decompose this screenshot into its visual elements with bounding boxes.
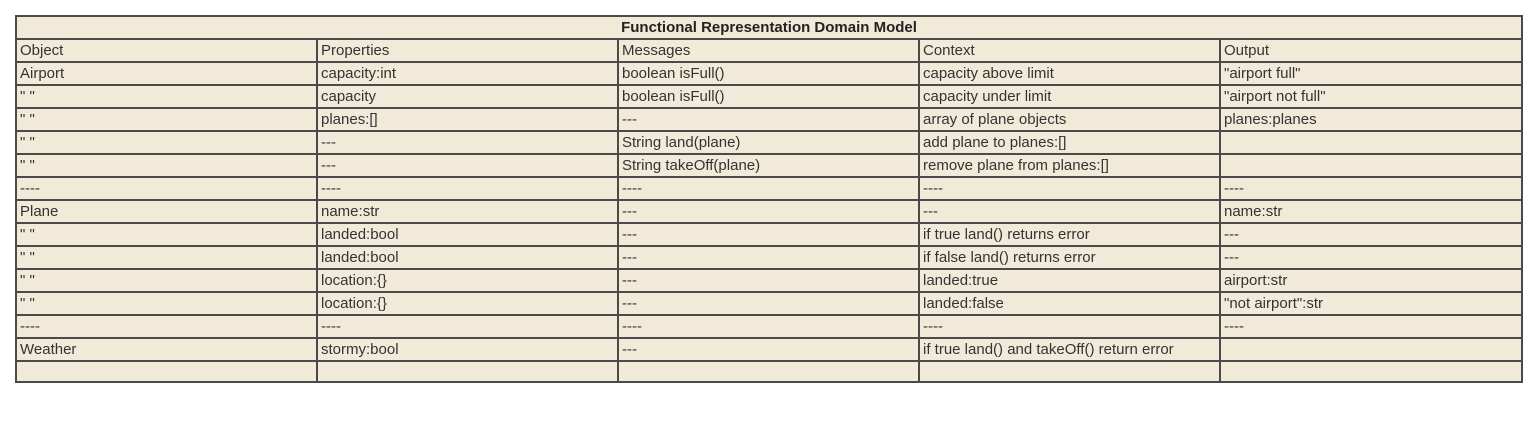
cell-output [1218, 153, 1524, 178]
cell-context [918, 360, 1221, 383]
cell-context: ---- [918, 176, 1221, 201]
cell-messages: boolean isFull() [617, 84, 920, 109]
cell-output: "airport full" [1218, 61, 1524, 86]
cell-messages [617, 360, 920, 383]
cell-properties: name:str [316, 199, 619, 224]
cell-object: " " [15, 107, 318, 132]
column-header-messages: Messages [617, 38, 920, 63]
cell-properties: location:{} [316, 268, 619, 293]
table-row: -------------------- [15, 176, 1524, 201]
cell-output [1218, 130, 1524, 155]
cell-messages: --- [617, 291, 920, 316]
table-row: " "---String takeOff(plane)remove plane … [15, 153, 1524, 178]
cell-output: planes:planes [1218, 107, 1524, 132]
cell-properties: landed:bool [316, 245, 619, 270]
cell-context: if false land() returns error [918, 245, 1221, 270]
column-header-properties: Properties [316, 38, 619, 63]
cell-properties: --- [316, 153, 619, 178]
cell-output: "airport not full" [1218, 84, 1524, 109]
cell-output: ---- [1218, 314, 1524, 339]
cell-object: " " [15, 84, 318, 109]
cell-output: name:str [1218, 199, 1524, 224]
cell-messages: String takeOff(plane) [617, 153, 920, 178]
cell-messages: ---- [617, 314, 920, 339]
table-row: -------------------- [15, 314, 1524, 339]
table-title: Functional Representation Domain Model [14, 15, 1524, 40]
cell-object: Airport [15, 61, 318, 86]
cell-messages: --- [617, 199, 920, 224]
domain-model-table: Functional Representation Domain Model O… [14, 15, 1524, 383]
cell-object: Weather [15, 337, 318, 362]
cell-output [1218, 337, 1524, 362]
cell-object: Plane [15, 199, 318, 224]
cell-output: --- [1218, 222, 1524, 247]
cell-properties: capacity [316, 84, 619, 109]
cell-messages: --- [617, 337, 920, 362]
cell-context: add plane to planes:[] [918, 130, 1221, 155]
cell-context: ---- [918, 314, 1221, 339]
cell-properties: capacity:int [316, 61, 619, 86]
column-header-object: Object [15, 38, 318, 63]
cell-properties: stormy:bool [316, 337, 619, 362]
table-header-row: Object Properties Messages Context Outpu… [15, 38, 1524, 63]
cell-context: if true land() and takeOff() return erro… [918, 337, 1221, 362]
cell-output [1218, 360, 1524, 383]
table-row: " "landed:bool---if true land() returns … [15, 222, 1524, 247]
column-header-output: Output [1218, 38, 1524, 63]
cell-properties: ---- [316, 176, 619, 201]
column-header-context: Context [918, 38, 1221, 63]
cell-object: " " [15, 130, 318, 155]
cell-context: capacity under limit [918, 84, 1221, 109]
cell-output: airport:str [1218, 268, 1524, 293]
table-row: " "location:{}---landed:false"not airpor… [15, 291, 1524, 316]
cell-messages: --- [617, 107, 920, 132]
cell-context: array of plane objects [918, 107, 1221, 132]
cell-object: " " [15, 222, 318, 247]
cell-properties [316, 360, 619, 383]
table-row: " "landed:bool---if false land() returns… [15, 245, 1524, 270]
cell-object: " " [15, 291, 318, 316]
cell-context: landed:true [918, 268, 1221, 293]
cell-messages: --- [617, 268, 920, 293]
cell-messages: boolean isFull() [617, 61, 920, 86]
cell-object: ---- [15, 314, 318, 339]
cell-properties: location:{} [316, 291, 619, 316]
cell-properties: --- [316, 130, 619, 155]
table-row [15, 360, 1524, 383]
cell-object [15, 360, 318, 383]
cell-output: --- [1218, 245, 1524, 270]
table-body: Object Properties Messages Context Outpu… [15, 38, 1524, 383]
cell-object: " " [15, 268, 318, 293]
table-title-row: Functional Representation Domain Model [14, 15, 1524, 40]
cell-context: landed:false [918, 291, 1221, 316]
cell-context: --- [918, 199, 1221, 224]
cell-properties: ---- [316, 314, 619, 339]
domain-model-container: Functional Representation Domain Model O… [14, 15, 1524, 383]
cell-object: " " [15, 153, 318, 178]
cell-properties: planes:[] [316, 107, 619, 132]
cell-messages: --- [617, 245, 920, 270]
cell-properties: landed:bool [316, 222, 619, 247]
cell-output: "not airport":str [1218, 291, 1524, 316]
cell-context: remove plane from planes:[] [918, 153, 1221, 178]
cell-context: if true land() returns error [918, 222, 1221, 247]
cell-messages: --- [617, 222, 920, 247]
cell-output: ---- [1218, 176, 1524, 201]
cell-object: " " [15, 245, 318, 270]
cell-object: ---- [15, 176, 318, 201]
cell-messages: ---- [617, 176, 920, 201]
cell-messages: String land(plane) [617, 130, 920, 155]
table-row: " "---String land(plane)add plane to pla… [15, 130, 1524, 155]
cell-context: capacity above limit [918, 61, 1221, 86]
